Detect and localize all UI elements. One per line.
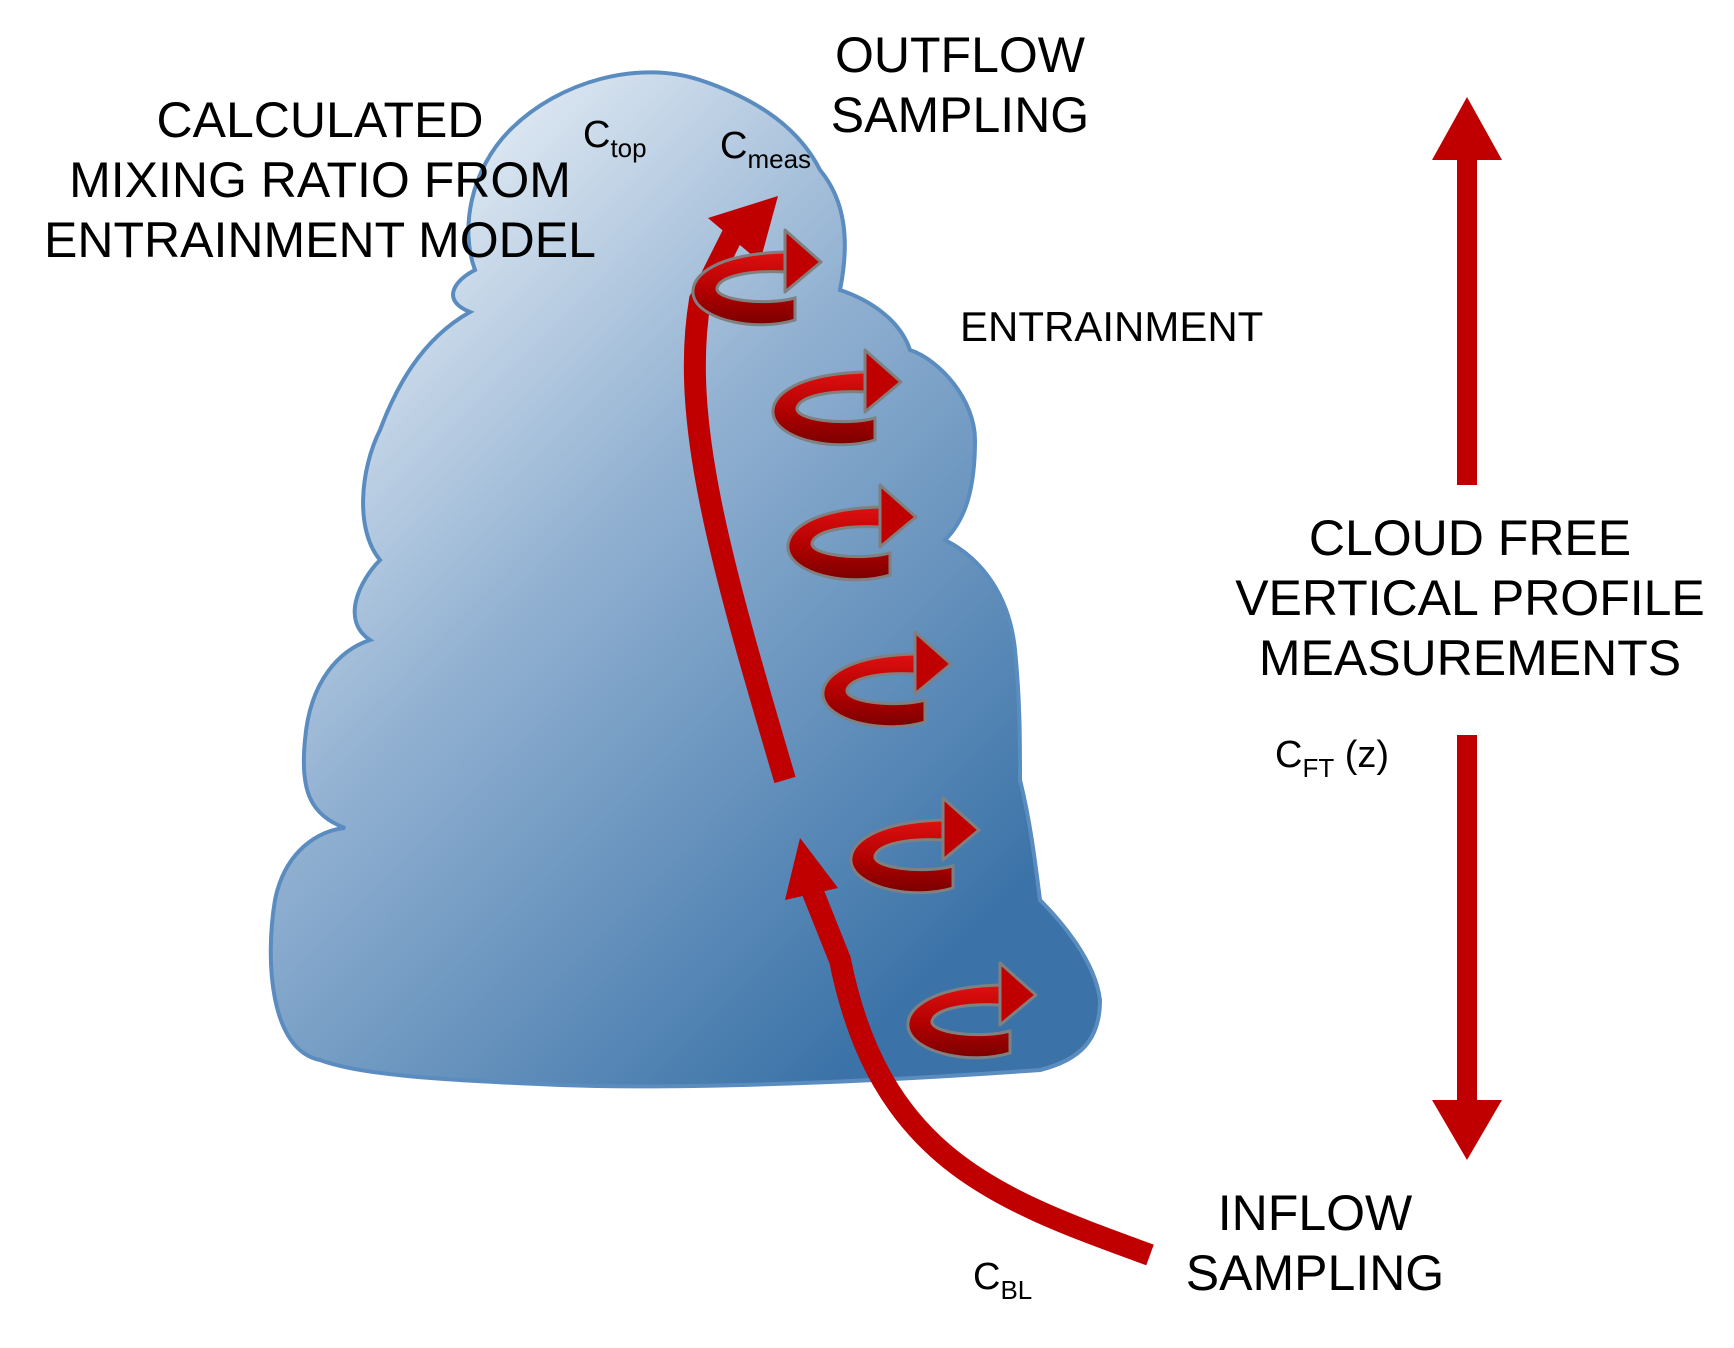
- calculated-line-3: ENTRAINMENT MODEL: [44, 212, 596, 268]
- outflow-line-1: OUTFLOW: [835, 27, 1085, 83]
- entrainment-swirl-arrowhead: [941, 796, 981, 862]
- calculated-label: CALCULATED MIXING RATIO FROM ENTRAINMENT…: [20, 90, 620, 270]
- entrainment-swirl: [691, 228, 823, 327]
- c-top-symbol: Ctop: [583, 113, 647, 170]
- outflow-label: OUTFLOW SAMPLING: [815, 25, 1105, 145]
- c-top-base: C: [583, 114, 611, 156]
- c-meas-symbol: Cmeas: [720, 124, 811, 181]
- c-top-sub: top: [610, 133, 647, 163]
- entrainment-swirl: [786, 483, 918, 582]
- cloud-free-line-2: VERTICAL PROFILE: [1235, 570, 1705, 626]
- cloud-free-line-1: CLOUD FREE: [1308, 510, 1632, 566]
- entrainment-swirl: [821, 630, 953, 729]
- cloud-free-label: CLOUD FREE VERTICAL PROFILE MEASUREMENTS: [1220, 508, 1720, 688]
- entrainment-swirl-loop: [691, 250, 797, 327]
- inflow-label: INFLOW SAMPLING: [1165, 1183, 1465, 1303]
- entrainment-label: ENTRAINMENT: [960, 303, 1264, 350]
- entrainment-swirl-loop: [786, 505, 892, 582]
- inflow-line-2: SAMPLING: [1185, 1245, 1445, 1301]
- c-meas-sub: meas: [747, 144, 812, 174]
- entrainment-swirl-arrowhead: [863, 348, 903, 414]
- inflow-arrowhead: [785, 838, 838, 900]
- c-bl-base: C: [973, 1256, 1001, 1298]
- profile-arrow-upper-shaft: [1457, 155, 1477, 485]
- c-ft-suffix: (z): [1334, 734, 1390, 776]
- inflow-arrow-shaft: [801, 885, 1154, 1266]
- calculated-line-2: MIXING RATIO FROM: [69, 152, 571, 208]
- inflow-line-1: INFLOW: [1217, 1185, 1413, 1241]
- entrainment-swirl: [906, 961, 1038, 1060]
- c-meas-base: C: [720, 125, 748, 167]
- cloud-free-line-3: MEASUREMENTS: [1258, 630, 1682, 686]
- entrainment-swirl: [849, 796, 981, 895]
- c-ft-base: C: [1275, 734, 1303, 776]
- profile-arrow-down-head: [1432, 1100, 1502, 1160]
- entrainment-swirl-arrowhead: [998, 961, 1038, 1027]
- calculated-line-1: CALCULATED: [156, 92, 484, 148]
- entrainment-swirl-loop: [906, 983, 1012, 1060]
- profile-arrow-lower-shaft: [1457, 735, 1477, 1105]
- c-bl-sub: BL: [1000, 1275, 1033, 1305]
- c-ft-symbol: CFT (z): [1275, 733, 1389, 790]
- profile-arrow-up-head: [1432, 97, 1502, 160]
- entrainment-swirl-arrowhead: [783, 228, 823, 294]
- updraft-arrow-shaft: [683, 225, 796, 784]
- entrainment-swirl-loop: [771, 370, 877, 447]
- entrainment-swirl-arrowhead: [913, 630, 953, 696]
- updraft-arrowhead: [708, 196, 778, 262]
- entrainment-swirl-loop: [849, 818, 955, 895]
- entrainment-swirl: [771, 348, 903, 447]
- entrainment-swirl-loop: [821, 652, 927, 729]
- outflow-line-2: SAMPLING: [830, 87, 1090, 143]
- entrainment-swirls: [691, 228, 1038, 1060]
- entrainment-swirl-arrowhead: [878, 483, 918, 549]
- c-bl-symbol: CBL: [973, 1255, 1032, 1312]
- c-ft-sub: FT: [1302, 753, 1335, 783]
